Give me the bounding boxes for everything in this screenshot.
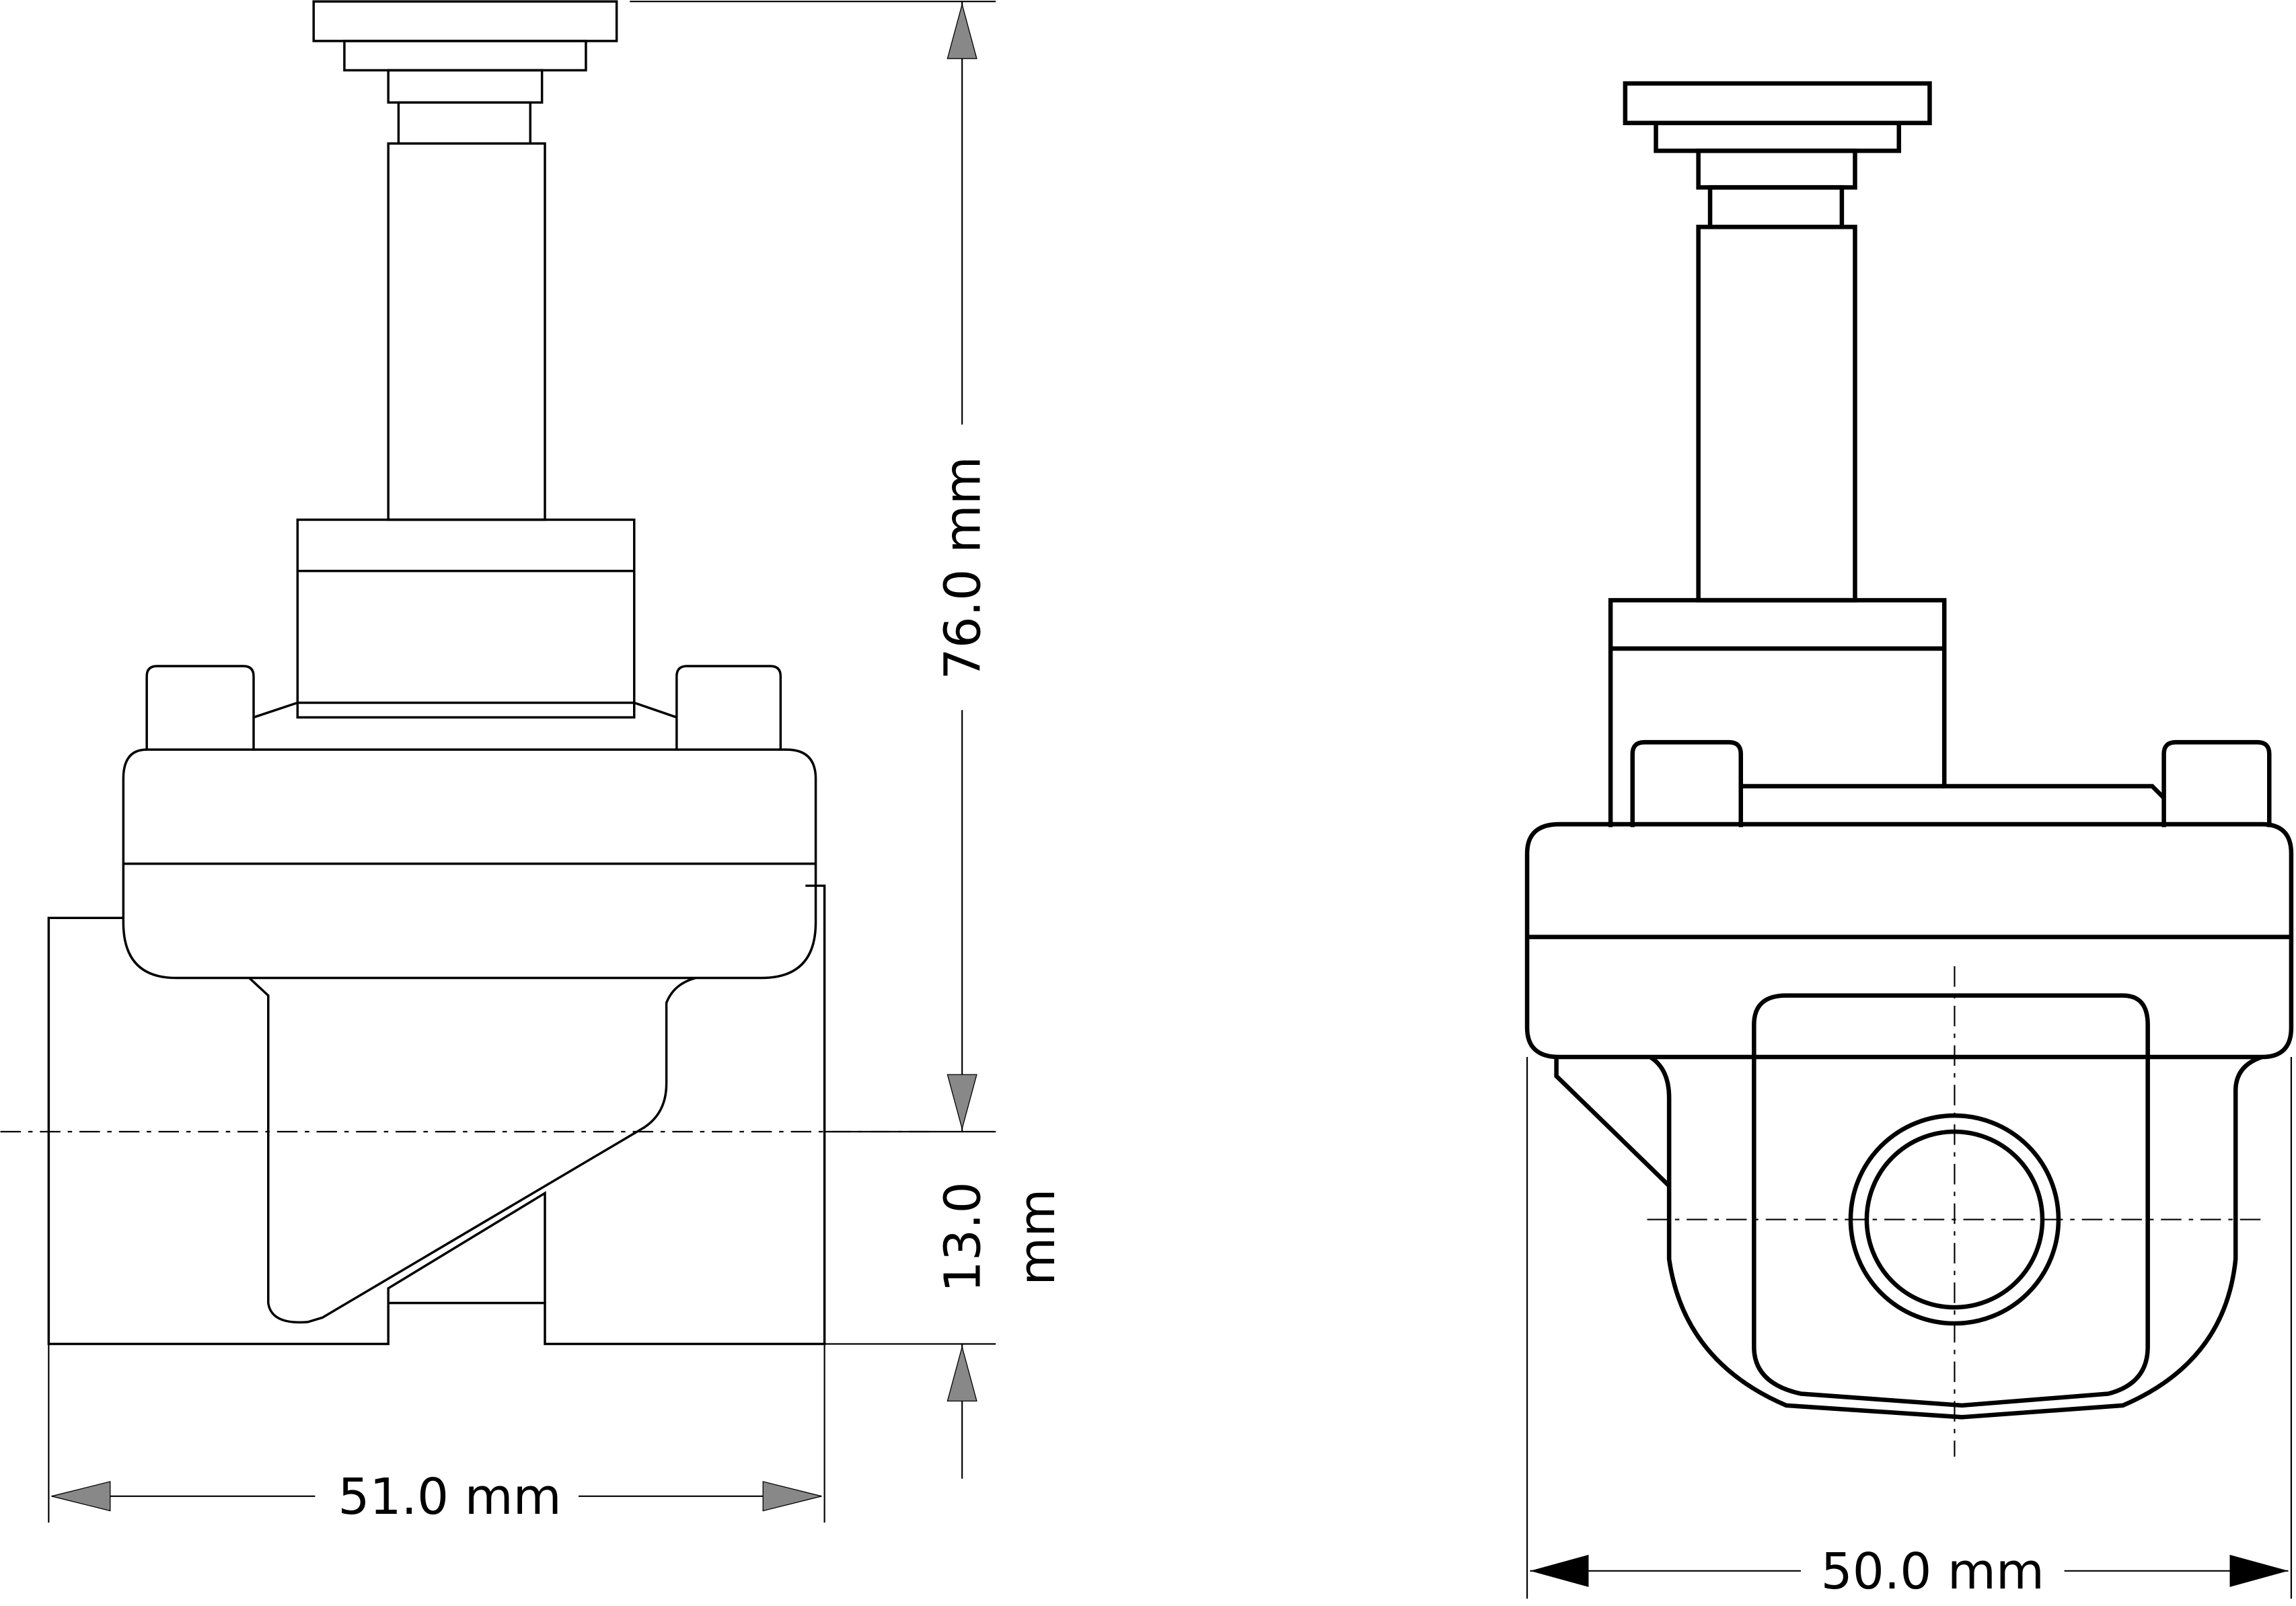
dimension-side-width: 51.0 mm bbox=[48, 1344, 825, 1526]
dimension-label-50mm: 50.0 mm bbox=[1821, 1543, 2044, 1601]
dimension-label-51mm: 51.0 mm bbox=[338, 1468, 561, 1526]
front-view bbox=[1524, 81, 2294, 1457]
dimension-port-height: 13.0 mm bbox=[824, 1181, 1066, 1479]
dimension-label-13-unit: mm bbox=[1008, 1189, 1066, 1286]
dimension-label-13-value: 13.0 bbox=[934, 1181, 992, 1292]
dimension-front-width: 50.0 mm bbox=[1526, 1057, 2292, 1601]
dimension-label-76mm: 76.0 mm bbox=[934, 456, 992, 680]
dimension-overall-height: 76.0 mm bbox=[630, 1, 996, 1133]
side-view bbox=[0, 0, 938, 1346]
